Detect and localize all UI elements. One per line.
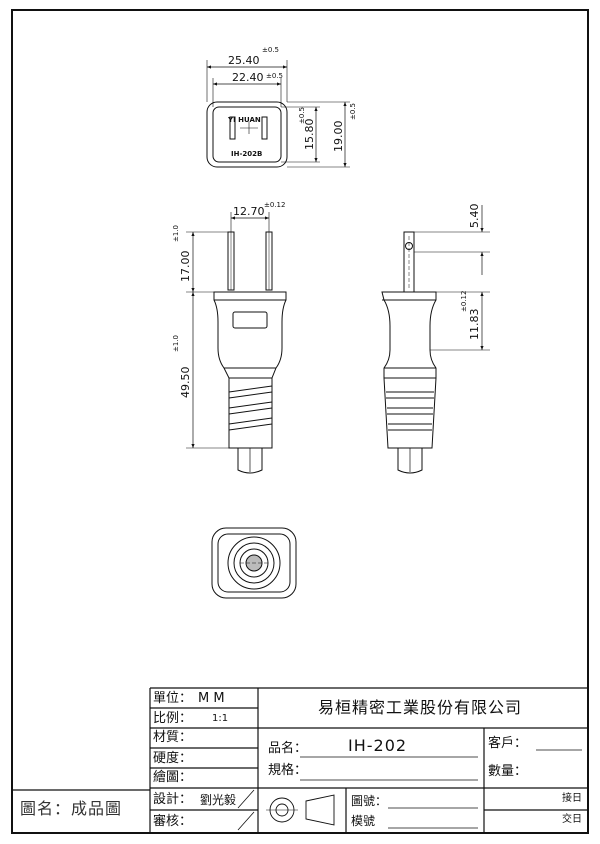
switch-window <box>232 311 268 329</box>
blade-slot-right <box>261 116 268 140</box>
dim-top-width-inner: 22.40 <box>232 71 264 84</box>
title-block-grid <box>12 687 588 833</box>
bottom-view <box>211 527 297 599</box>
part-name-label: 品名： <box>268 741 308 756</box>
cable-side <box>397 448 423 474</box>
dim-body-length: 49.50 <box>179 367 192 399</box>
face-marking-2: IH-202B <box>231 150 262 158</box>
face-marking-1: YI HUAN <box>227 116 261 124</box>
cable-front <box>237 448 263 474</box>
dim-blade-spacing-tol: ±0.12 <box>264 201 285 209</box>
plug-face-inner <box>212 106 282 163</box>
plug-body-side <box>381 291 437 449</box>
dim-top-height-inner: 15.80 <box>303 119 316 151</box>
company-name: 易桓精密工業股份有限公司 <box>318 698 523 717</box>
dim-side-width-tol: ±0.12 <box>460 291 468 312</box>
material-label: 材質： <box>153 730 193 745</box>
dim-hole-offset: 5.40 <box>468 204 481 229</box>
dim-top-width-outer-tol: ±0.5 <box>262 46 279 54</box>
dim-body-length-tol: ±1.0 <box>172 335 180 352</box>
sheet-border <box>11 9 589 834</box>
drawn-label: 繪圖： <box>153 770 193 785</box>
dim-blade-spacing: 12.70 <box>233 205 265 218</box>
mold-number-label: 模號 <box>351 814 376 828</box>
dim-side-width: 11.83 <box>468 309 481 341</box>
dim-top-height-outer: 19.00 <box>332 121 345 153</box>
side-view <box>381 205 490 474</box>
cable-ring-outer <box>227 536 281 590</box>
unit-label: 單位： <box>153 691 193 706</box>
review-label: 審核： <box>153 814 193 829</box>
dim-blade-length-tol: ±1.0 <box>172 225 180 242</box>
dim-top-height-outer-tol: ±0.5 <box>349 103 357 120</box>
plug-body-front <box>213 291 287 449</box>
plug-face-outer <box>206 101 288 168</box>
dim-blade-length: 17.00 <box>179 251 192 283</box>
designer-name: 劉光毅 <box>200 793 237 807</box>
top-view <box>206 60 350 168</box>
unit-value: M M <box>198 691 225 706</box>
grip-bands-side <box>386 391 434 431</box>
drawing-title: 圖名：成品圖 <box>20 799 123 818</box>
cable-ring-mid <box>233 542 275 584</box>
blade-slot-left <box>229 116 236 140</box>
dim-top-width-outer: 25.40 <box>228 54 260 67</box>
quantity-label: 數量： <box>488 764 528 779</box>
grip-bands-front <box>228 385 273 431</box>
bottom-outer <box>211 527 297 599</box>
drawing-number-label: 圖號： <box>351 794 388 808</box>
dim-top-height-inner-tol: ±0.5 <box>298 107 306 124</box>
design-label: 設計： <box>153 792 193 807</box>
front-view <box>186 212 287 474</box>
bottom-inner <box>217 533 291 593</box>
received-date-label: 接日 <box>562 793 582 804</box>
spec-label: 規格： <box>268 763 308 778</box>
scale-label: 比例： <box>153 711 193 726</box>
hardness-label: 硬度： <box>153 751 193 766</box>
part-name-value: IH-202 <box>348 736 408 755</box>
scale-value: 1:1 <box>212 713 229 724</box>
dim-top-width-inner-tol: ±0.5 <box>266 72 283 80</box>
delivery-date-label: 交日 <box>562 814 582 825</box>
customer-label: 客戶： <box>488 736 528 751</box>
